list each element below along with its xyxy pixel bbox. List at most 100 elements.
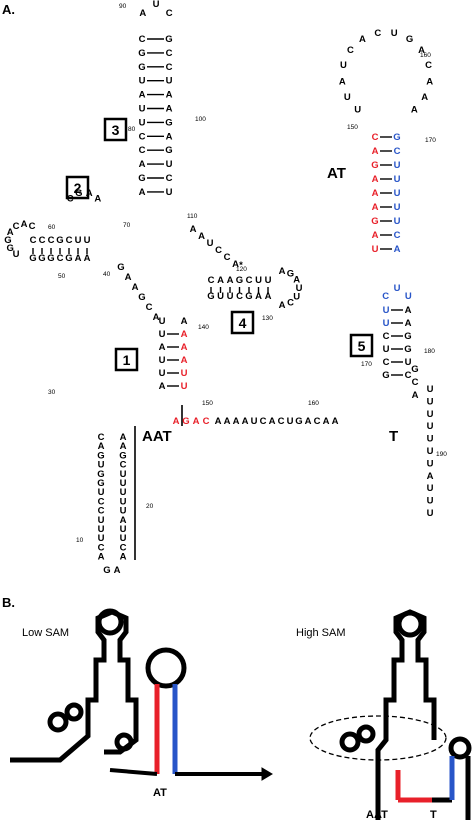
t_loop-nt-1: U	[394, 283, 401, 294]
at_stem_right-nt-0: G	[393, 132, 400, 143]
high-sam-t-label: T	[430, 809, 437, 821]
stem3_left-nt-9: A	[139, 159, 146, 170]
p1_left-nt-4: A	[159, 381, 166, 392]
j41-nt-3: G	[138, 292, 145, 303]
linker-nt-2: A	[233, 416, 240, 427]
linker-nt-4: U	[251, 416, 258, 427]
position-number-n60: 60	[48, 224, 56, 231]
at_loop-nt-2: A	[339, 76, 346, 87]
linker-nt-10: A	[305, 416, 312, 427]
j41-nt-4: C	[146, 302, 153, 313]
linker-nt-0: A	[215, 416, 222, 427]
j3-nt-2: U	[207, 238, 214, 249]
leader_left-nt-8: C	[98, 506, 105, 517]
low-sam-linker-path	[109, 768, 265, 776]
box-4	[230, 310, 255, 335]
high-sam-p3-loop	[396, 610, 424, 638]
high-sam-p2-loop-b	[356, 724, 376, 744]
leader_right-nt-12: C	[120, 542, 127, 553]
j3-nt-5: A	[232, 259, 239, 270]
leader_right-nt-10: U	[120, 524, 127, 535]
at_stem_left-nt-3: A	[372, 174, 379, 185]
tail-nt-6: U	[427, 458, 434, 469]
at_loop-nt-13: A	[411, 105, 418, 116]
at_loop-nt-5: A	[359, 34, 366, 45]
at_loop-nt-10: C	[425, 60, 432, 71]
helix2_bottom-nt-5: A	[75, 253, 82, 264]
p1_left-nt-0: U	[159, 329, 166, 340]
linker-nt-5: C	[260, 416, 267, 427]
leader_right-nt-11: U	[120, 533, 127, 544]
leader_loop-nt-0: G	[103, 565, 110, 576]
tail-nt-7: A	[427, 471, 434, 482]
stem3_right-nt-9: U	[166, 159, 173, 170]
stem3_left-nt-11: A	[139, 187, 146, 198]
p4_top-nt-0: C	[208, 275, 215, 286]
p4_loop-nt-4: U	[293, 292, 300, 303]
low-sam-at-label: AT	[153, 787, 167, 799]
high-sam-aat-label: AAT	[366, 809, 388, 821]
leader_left-nt-3: U	[98, 460, 105, 471]
leader_right-nt-9: A	[120, 515, 127, 526]
loop2b-nt-1: G	[75, 188, 82, 199]
linker_red-nt-2: A	[193, 416, 200, 427]
helix2_top-nt-2: C	[48, 235, 55, 246]
p4_loop-nt-2: A	[293, 275, 300, 286]
leader_left-nt-4: G	[97, 469, 104, 480]
stem3_right-nt-1: C	[166, 48, 173, 59]
leader_left-nt-10: U	[98, 524, 105, 535]
aat-label: AAT	[142, 428, 172, 445]
j41-nt-1: A	[125, 272, 132, 283]
helix2_bottom-nt-0: G	[29, 253, 36, 264]
panel-b-schematics	[10, 608, 472, 820]
stem3_left-nt-6: U	[139, 117, 146, 128]
at_loop-nt-7: U	[391, 28, 398, 39]
position-number-n120: 120	[236, 266, 247, 273]
helix2_bottom-nt-4: G	[65, 253, 72, 264]
tail-nt-9: U	[427, 496, 434, 507]
position-number-n10: 10	[76, 537, 84, 544]
stem3_right-nt-11: U	[166, 187, 173, 198]
position-number-n20: 20	[146, 503, 154, 510]
tail-nt-10: U	[427, 508, 434, 519]
loop2-nt-0: U	[13, 249, 20, 260]
p4_loop-nt-3: U	[296, 283, 303, 294]
linker_red-nt-3: C	[203, 416, 210, 427]
leader_left-nt-1: A	[98, 441, 105, 452]
leader_left-nt-11: U	[98, 533, 105, 544]
leader_right-nt-6: U	[120, 487, 127, 498]
loop3-nt-1: U	[153, 0, 160, 10]
stem3_left-nt-2: G	[138, 62, 145, 73]
p4_bottom-nt-5: A	[255, 291, 262, 302]
at_loop-nt-1: U	[344, 92, 351, 103]
leader_left-nt-0: C	[98, 432, 105, 443]
p4_loop-nt-6: A	[279, 300, 286, 311]
t_stem_right-nt-4: U	[405, 357, 412, 368]
p4_top-nt-3: G	[236, 275, 243, 286]
panel-a-label: A.	[2, 2, 15, 17]
at_loop-nt-0: U	[354, 105, 361, 116]
at_stem_right-nt-3: U	[394, 174, 401, 185]
at_stem_left-nt-1: A	[372, 146, 379, 157]
position-number-n190: 190	[436, 451, 447, 458]
tail-nt-1: U	[427, 396, 434, 407]
helix2_bottom-nt-3: C	[57, 253, 64, 264]
t_stem_left-nt-5: G	[382, 370, 389, 381]
at_stem_left-nt-2: G	[371, 160, 378, 171]
stem3_right-nt-10: C	[166, 173, 173, 184]
helix-boxes: 3 2 4 1 5	[65, 117, 374, 372]
at_loop-nt-12: A	[421, 92, 428, 103]
low-sam-arrowhead	[261, 767, 273, 781]
stem3_right-nt-5: A	[166, 104, 173, 115]
at_stem_left-nt-5: A	[372, 202, 379, 213]
position-number-n150: 150	[202, 400, 213, 407]
p4_top-nt-6: U	[265, 275, 272, 286]
low-sam-p2-loop-a	[47, 711, 69, 733]
stem3_left-nt-10: G	[138, 173, 145, 184]
position-number-n180: 180	[424, 348, 435, 355]
linker_red-nt-0: A	[173, 416, 180, 427]
position-number-n100: 100	[195, 116, 206, 123]
leader_right-nt-4: U	[120, 469, 127, 480]
leader_loop-nt-1: A	[114, 565, 121, 576]
helix2_top-nt-5: U	[75, 235, 82, 246]
